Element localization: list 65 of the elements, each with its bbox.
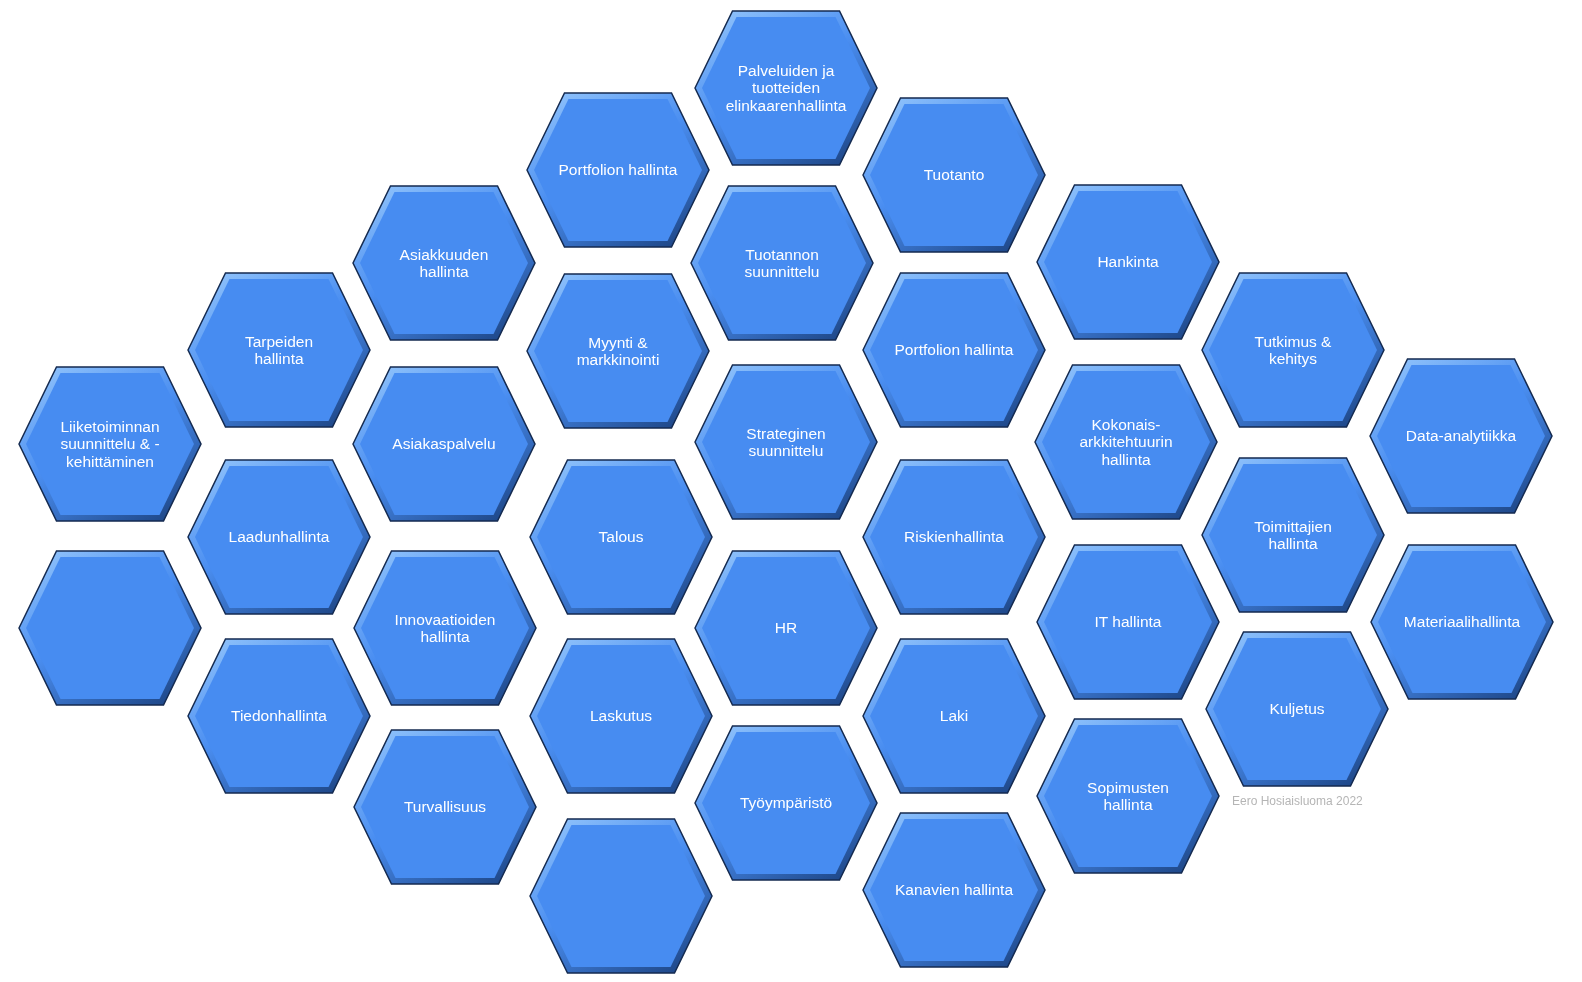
tile-label: Talous <box>598 528 644 546</box>
tile-label: Asiakkuuden hallinta <box>398 245 490 281</box>
tile-label: Innovaatioiden hallinta <box>393 610 497 646</box>
hexagon-tile <box>694 10 878 166</box>
hexagon-tile <box>1369 358 1553 514</box>
tile-label: Laki <box>939 707 969 725</box>
tile-label: Tarpeiden hallinta <box>243 332 315 368</box>
tile-label: Liiketoiminnan suunnittelu & -kehittäminen <box>59 417 161 471</box>
hexagon-tile <box>529 459 713 615</box>
hexagon-tile <box>1370 544 1554 700</box>
hexagon-tile <box>690 185 874 341</box>
tile-label: Riskienhallinta <box>904 528 1004 546</box>
tile-label: Portfolion hallinta <box>894 341 1014 359</box>
hexagon-tile <box>1205 631 1389 787</box>
tile-label: Tutkimus & kehitys <box>1253 332 1333 368</box>
tile-label: Tuotanto <box>923 166 985 184</box>
hexagon-tile <box>862 97 1046 253</box>
tile-label: Kokonais-arkkitehtuurin hallinta <box>1078 415 1174 469</box>
hexagon-tile <box>862 459 1046 615</box>
tile-label: Laskutus <box>589 707 652 725</box>
hexagon-tile <box>1034 364 1218 520</box>
hexagon-tile <box>187 638 371 794</box>
hexagon-tile <box>1036 544 1220 700</box>
hexagon-tile <box>18 550 202 706</box>
hexagon-tile <box>529 638 713 794</box>
hexagon-tile <box>694 550 878 706</box>
hexagon-tile <box>862 638 1046 794</box>
hexagon-tile <box>862 272 1046 428</box>
tile-label: HR <box>774 619 798 637</box>
tile-label: Tiedonhallinta <box>231 707 327 725</box>
hexagon-tile <box>353 729 537 885</box>
hexagon-tile <box>187 272 371 428</box>
hexagon-tile <box>352 185 536 341</box>
hexagon-tile <box>18 366 202 522</box>
hexagon-tile <box>694 725 878 881</box>
tile-label: Turvallisuus <box>403 798 487 816</box>
tile-label: Portfolion hallinta <box>558 161 678 179</box>
tile-label: Data-analytiikka <box>1405 427 1517 445</box>
tile-label: Työympäristö <box>739 794 833 812</box>
tile-label: IT hallinta <box>1094 613 1162 631</box>
credit-text: Eero Hosiaisluoma 2022 <box>1232 794 1363 808</box>
tile-label: Kanavien hallinta <box>894 881 1014 899</box>
tile-label: Sopimusten hallinta <box>1086 778 1170 814</box>
tile-label: Tuotannon suunnittelu <box>743 245 821 281</box>
hexagon-tile <box>526 92 710 248</box>
tile-label: Toimittajien hallinta <box>1253 517 1333 553</box>
tile-label: Myynti & markkinointi <box>575 333 661 369</box>
tile-label: Strateginen suunnittelu <box>745 424 827 460</box>
tile-label: Laadunhallinta <box>228 528 330 546</box>
hexagon-tile <box>694 364 878 520</box>
tile-label: Asiakaspalvelu <box>392 435 496 453</box>
hexagon-tile <box>353 550 537 706</box>
hexagon-tile <box>1036 184 1220 340</box>
hexagon-tile <box>1201 457 1385 613</box>
tile-label: Materiaalihallinta <box>1403 613 1521 631</box>
hexagon-tile <box>1201 272 1385 428</box>
hexagon-tile <box>529 818 713 974</box>
tile-label: Palveluiden ja tuotteiden elinkaarenhallinta <box>724 61 848 115</box>
hexagon-tile <box>862 812 1046 968</box>
tile-label: Hankinta <box>1097 253 1159 271</box>
tile-label: Kuljetus <box>1269 700 1325 718</box>
hexagon-tile <box>526 273 710 429</box>
hexagon-tile <box>187 459 371 615</box>
hexagon-tile <box>1036 718 1220 874</box>
hexagon-tile <box>352 366 536 522</box>
